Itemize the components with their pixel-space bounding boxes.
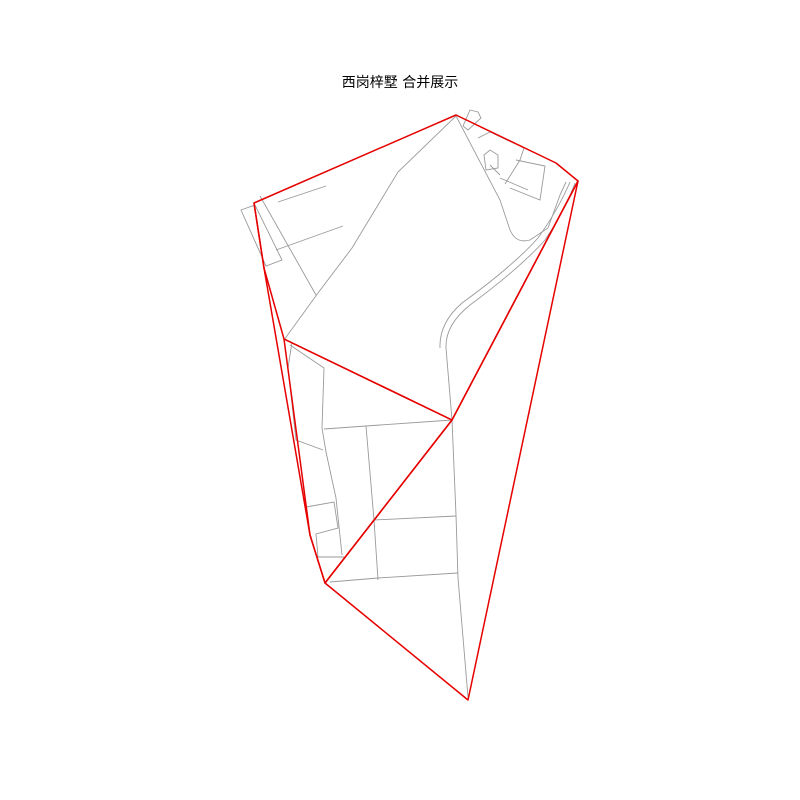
road-south-west-lane bbox=[289, 344, 343, 556]
road-northwest-spur-2 bbox=[275, 225, 344, 251]
parcel-north-boundary bbox=[253, 114, 579, 421]
road-northwest-lane bbox=[259, 195, 317, 296]
road-south-cross-3 bbox=[329, 572, 459, 583]
road-northeast-block-4 bbox=[499, 177, 529, 191]
road-northeast-loop bbox=[455, 115, 567, 242]
road-northeast-block-3 bbox=[509, 159, 546, 201]
road-northeast-block-2 bbox=[483, 149, 499, 171]
road-north-diagonal bbox=[283, 115, 457, 341]
road-main-curve-east bbox=[445, 182, 576, 698]
road-network bbox=[240, 109, 576, 698]
parcel-west-edge bbox=[253, 202, 326, 584]
road-northwest-outer bbox=[240, 204, 283, 267]
road-south-west-block bbox=[305, 501, 344, 558]
road-south-cross-2 bbox=[373, 515, 457, 521]
road-northeast-block-1 bbox=[477, 131, 525, 185]
parcel-boundaries bbox=[253, 114, 579, 701]
road-northeast-block-5 bbox=[489, 164, 501, 176]
map-title: 西岗梓墅 合并展示 bbox=[341, 75, 459, 91]
road-northwest-spur-1 bbox=[277, 185, 327, 203]
parcel-south-boundary bbox=[324, 180, 579, 701]
road-main-curve-west bbox=[439, 181, 571, 349]
road-south-cross-1 bbox=[323, 419, 453, 430]
parcel-middle-boundary bbox=[283, 338, 453, 584]
road-northeast-cap bbox=[462, 109, 482, 131]
road-south-vertical bbox=[365, 425, 379, 581]
